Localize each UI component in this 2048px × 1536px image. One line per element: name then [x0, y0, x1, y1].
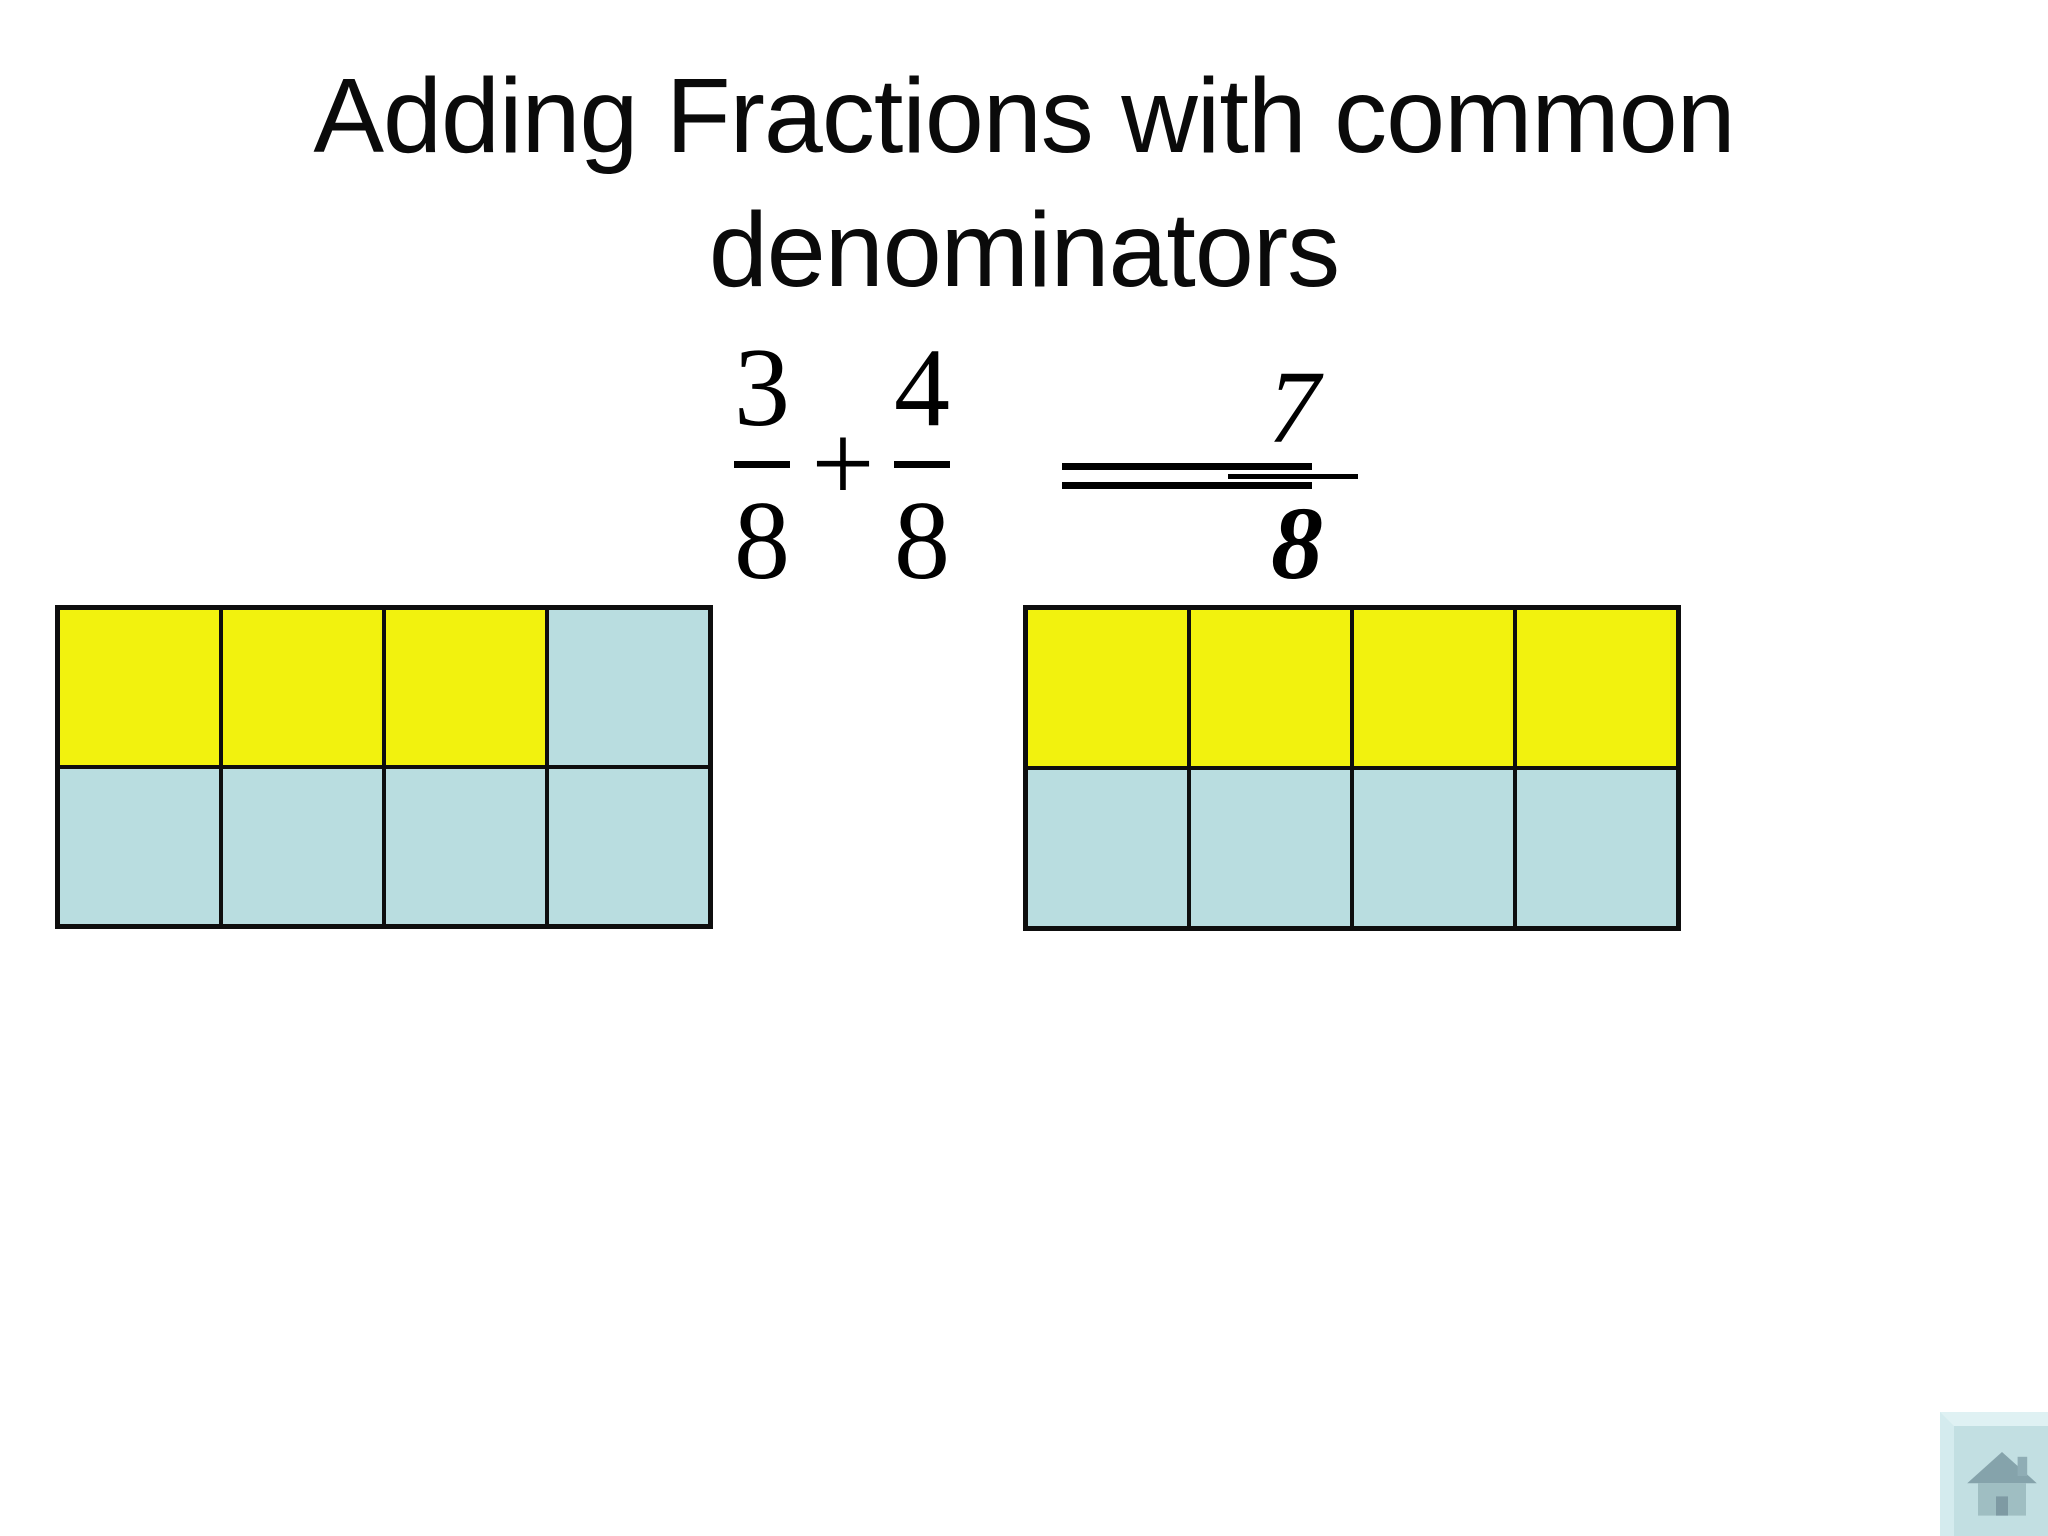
home-icon	[1963, 1446, 2041, 1518]
home-button[interactable]	[1940, 1412, 2048, 1536]
equals-sign-top-line	[1062, 463, 1312, 470]
fraction-cell-unshaded	[1189, 768, 1352, 928]
fraction-cell-shaded	[1026, 608, 1189, 768]
result-fraction-bar	[1228, 474, 1358, 479]
fraction-model-left	[55, 605, 713, 929]
fraction-cell-shaded	[58, 608, 221, 767]
fraction1-bar	[734, 461, 790, 468]
fraction-cell-unshaded	[1515, 768, 1678, 928]
equals-sign-bottom-line	[1062, 482, 1312, 489]
fraction-cell-shaded	[1515, 608, 1678, 768]
fraction-cell-unshaded	[384, 767, 547, 926]
plus-operator: +	[811, 402, 875, 526]
fraction-cell-shaded	[1189, 608, 1352, 768]
fraction-three-eighths: 3 8	[725, 332, 799, 597]
fraction-cell-unshaded	[221, 767, 384, 926]
fraction1-denominator: 8	[734, 479, 790, 603]
fraction2-numerator: 4	[894, 326, 950, 450]
result-numerator: 7	[1268, 350, 1320, 465]
slide-title-line1: Adding Fractions with common	[313, 57, 1735, 175]
fraction-cell-unshaded	[1026, 768, 1189, 928]
fraction-four-eighths: 4 8	[885, 332, 959, 597]
fraction2-denominator: 8	[894, 479, 950, 603]
fraction-cell-shaded	[384, 608, 547, 767]
fraction-cell-shaded	[221, 608, 384, 767]
fraction-cell-unshaded	[547, 608, 710, 767]
fraction-model-right	[1023, 605, 1681, 931]
fraction-cell-unshaded	[547, 767, 710, 926]
slide-title-line2: denominators	[708, 191, 1340, 309]
result-denominator: 8	[1271, 486, 1323, 601]
fraction-cell-unshaded	[58, 767, 221, 926]
fraction2-bar	[894, 461, 950, 468]
fraction-cell-unshaded	[1352, 768, 1515, 928]
fraction1-numerator: 3	[734, 326, 790, 450]
fraction-cell-shaded	[1352, 608, 1515, 768]
